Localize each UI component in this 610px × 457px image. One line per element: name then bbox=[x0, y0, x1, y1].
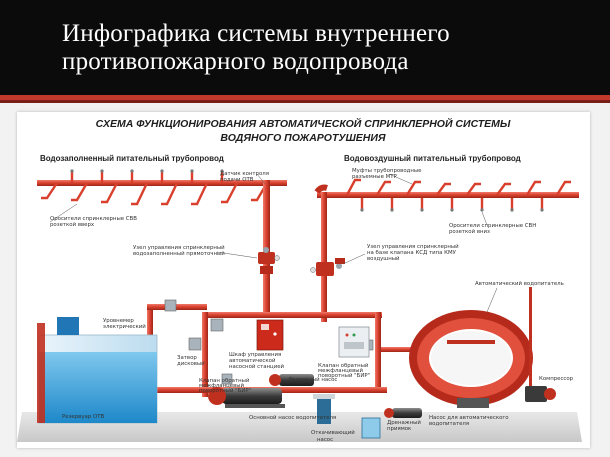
drain-pit bbox=[361, 417, 381, 439]
label-main-pump: Основной насос водопитателя bbox=[249, 414, 336, 421]
diagram-card: СХЕМА ФУНКЦИОНИРОВАНИЯ АВТОМАТИЧЕСКОЙ СП… bbox=[17, 112, 590, 448]
sprinkler-heads-up bbox=[70, 169, 224, 173]
label-sprinkler-up: Оросители спринклерные СВВ bbox=[50, 216, 137, 222]
drain-pump bbox=[313, 394, 335, 424]
title-divider-shadow bbox=[0, 100, 610, 103]
label-level-2: электрический bbox=[103, 323, 146, 330]
right-branches bbox=[345, 178, 571, 209]
label-cabinet: Шкаф управления bbox=[229, 352, 281, 358]
label-valve-a: Клапан обратный bbox=[199, 377, 250, 384]
label-sensor: Датчик контроля bbox=[220, 171, 269, 177]
label-couplings-2: разъемные МТР bbox=[352, 174, 398, 180]
left-riser bbox=[263, 180, 270, 312]
right-main-pipe bbox=[317, 192, 579, 198]
label-jockey: Насос для автоматического bbox=[429, 415, 509, 421]
floor-plane bbox=[17, 412, 582, 442]
label-valve-a-2: межфланцевый bbox=[199, 382, 245, 389]
label-sensor-2: подачи ОТВ bbox=[220, 177, 254, 183]
label-level: Уровнемер bbox=[103, 318, 134, 324]
main-pump bbox=[208, 387, 285, 408]
slide-title: Инфографика системы внутреннего противоп… bbox=[62, 20, 602, 76]
reservoir-tank bbox=[37, 317, 158, 424]
air-control-node bbox=[310, 258, 345, 276]
title-divider bbox=[0, 95, 610, 100]
feeder-link-pipe bbox=[381, 347, 411, 352]
label-compressor: Компрессор bbox=[539, 376, 574, 382]
sprinkler-heads-down bbox=[360, 208, 544, 212]
label-drain-pump: Откачивающий bbox=[311, 429, 355, 436]
water-control-node bbox=[258, 247, 280, 274]
label-reserve-pump: Резервный насос bbox=[289, 376, 337, 383]
label-drain-pump-2: насос bbox=[317, 437, 333, 443]
compressor bbox=[525, 386, 556, 402]
label-node-air-2: на базе клапана КСД типа КМУ bbox=[367, 250, 457, 256]
label-node-air-3: воздушный bbox=[367, 255, 400, 262]
label-valve-a-3: поворотный "БИР" bbox=[199, 387, 251, 394]
collector-left-drop bbox=[202, 312, 208, 397]
label-auto-feeder: Автоматический водопитатель bbox=[475, 280, 564, 287]
label-cabinet-3: насосной станцией bbox=[229, 363, 285, 370]
slide-title-line-2: противопожарного водопровода bbox=[62, 48, 409, 75]
diagram-title-line-2: ВОДЯНОГО ПОЖАРОТУШЕНИЯ bbox=[220, 132, 385, 144]
label-gate-2: дисковый bbox=[177, 360, 205, 367]
right-riser-elbow bbox=[314, 184, 328, 194]
label-node-water: Узел управления спринклерный bbox=[133, 244, 225, 251]
label-couplings: Муфты трубопроводные bbox=[352, 168, 422, 174]
label-gate: Затвор bbox=[177, 355, 197, 361]
collector-right-drop bbox=[375, 312, 381, 387]
label-drain-pit-2: приямок bbox=[387, 426, 412, 432]
label-valve-b-2: межфланцевый bbox=[318, 367, 364, 374]
diagram-title-line-1: СХЕМА ФУНКЦИОНИРОВАНИЯ АВТОМАТИЧЕСКОЙ СП… bbox=[96, 117, 511, 130]
label-valve-b: Клапан обратный bbox=[318, 362, 369, 369]
leader-lines-top bbox=[49, 173, 488, 226]
label-sprinkler-down: Оросители спринклерные СВН bbox=[449, 223, 536, 229]
pump-collector bbox=[202, 312, 382, 318]
label-drain-pit: Дренажный bbox=[387, 419, 421, 426]
control-cabinet bbox=[256, 319, 284, 351]
leader-feeder bbox=[486, 287, 498, 313]
leader-node-water bbox=[216, 251, 258, 259]
left-supply-label: Водозаполненный питательный трубопровод bbox=[40, 154, 224, 163]
automatic-feeder bbox=[409, 310, 533, 408]
leader-node-air bbox=[342, 253, 366, 265]
feeder-pressure-line bbox=[529, 287, 532, 397]
sprinkler-system-diagram: СХЕМА ФУНКЦИОНИРОВАНИЯ АВТОМАТИЧЕСКОЙ СП… bbox=[17, 117, 582, 443]
reserve-pump bbox=[269, 374, 314, 386]
label-valve-b-3: поворотный "БИР" bbox=[318, 372, 370, 379]
control-panel-box bbox=[338, 326, 370, 358]
label-sprinkler-up-2: розеткой вверх bbox=[50, 221, 95, 228]
reservoir-top-pipe bbox=[147, 304, 207, 310]
label-node-water-2: водозаполненный прямоточный bbox=[133, 250, 225, 257]
right-supply-label: Водовоздушный питательный трубопровод bbox=[344, 154, 521, 163]
right-riser bbox=[321, 192, 327, 322]
slide-title-line-1: Инфографика системы внутреннего bbox=[62, 20, 450, 47]
label-cabinet-2: автоматической bbox=[229, 357, 276, 364]
label-node-air: Узел управления спринклерный bbox=[367, 243, 459, 250]
label-sprinkler-down-2: розеткой вниз bbox=[449, 228, 490, 235]
label-reservoir: Резервуар ОТВ bbox=[62, 414, 105, 420]
label-jockey-2: водопитателя bbox=[429, 421, 469, 427]
jockey-pump bbox=[384, 408, 422, 418]
